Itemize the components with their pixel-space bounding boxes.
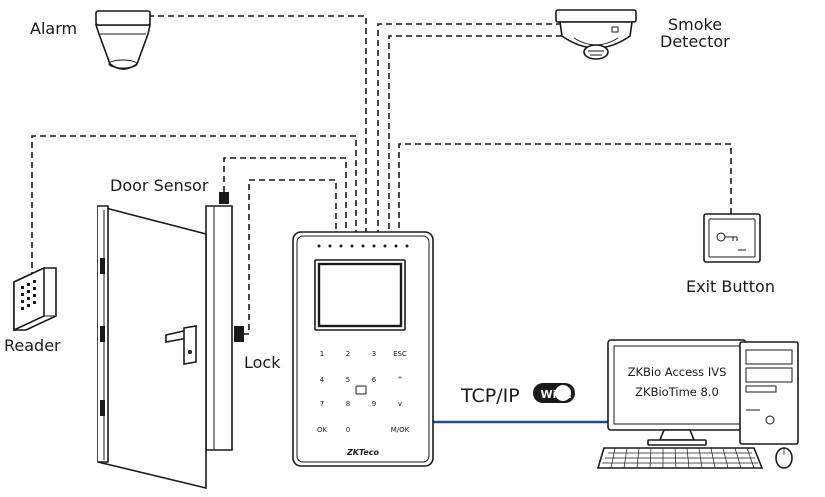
smoke-detector-wire-a <box>377 23 592 232</box>
key-2: 2 <box>346 350 350 358</box>
exit-button-label: Exit Button <box>686 277 775 296</box>
key-3: 3 <box>372 350 376 358</box>
key-7: 7 <box>320 400 324 408</box>
reader-label: Reader <box>4 336 61 355</box>
wifi-icon: Wi Fi <box>533 383 575 403</box>
keypad: 1 2 3 ESC 4 5 6 ^ 7 8 9 v OK 0 M/OK <box>317 350 410 434</box>
key-9: 9 <box>372 400 376 408</box>
screen-line-2: ZKBioTime 8.0 <box>635 385 719 399</box>
key-6: 6 <box>372 376 377 384</box>
smoke-label-line2: Detector <box>660 32 730 51</box>
device-logo: ZKTeco <box>346 448 380 457</box>
key-4: 4 <box>320 376 325 384</box>
door-sensor-icon <box>219 192 229 204</box>
alarm-wire <box>121 15 367 232</box>
smoke-detector-wire-b <box>388 35 592 232</box>
terminal-icon <box>292 231 434 467</box>
exit-button-icon <box>703 213 761 263</box>
wifi-text: Wi Fi <box>540 388 571 401</box>
smoke-detector-icon <box>555 9 637 60</box>
key-up: ^ <box>397 376 403 384</box>
door-sensor-label: Door Sensor <box>110 176 209 195</box>
key-0: 0 <box>346 426 350 434</box>
reader-icon <box>13 266 57 332</box>
key-esc: ESC <box>393 350 407 358</box>
door-icon <box>97 204 233 490</box>
key-down: v <box>398 400 402 408</box>
screen-line-1: ZKBio Access IVS <box>628 365 727 379</box>
alarm-label: Alarm <box>30 19 77 38</box>
tcpip-label: TCP/IP <box>460 385 520 407</box>
key-1: 1 <box>320 350 324 358</box>
computer-icon <box>596 339 799 469</box>
key-ok: OK <box>317 426 328 434</box>
lock-wire <box>243 179 337 335</box>
reader-wire <box>31 135 357 275</box>
door-sensor-wire <box>223 157 347 232</box>
wiring-lines <box>31 15 732 335</box>
lock-label: Lock <box>244 353 281 372</box>
key-8: 8 <box>346 400 350 408</box>
key-5: 5 <box>346 376 350 384</box>
lock-icon <box>234 326 244 342</box>
alarm-icon <box>94 10 151 70</box>
smoke-label-line1: Smoke <box>668 15 722 34</box>
exit-button-wire <box>398 143 732 232</box>
key-mok: M/OK <box>391 426 410 434</box>
